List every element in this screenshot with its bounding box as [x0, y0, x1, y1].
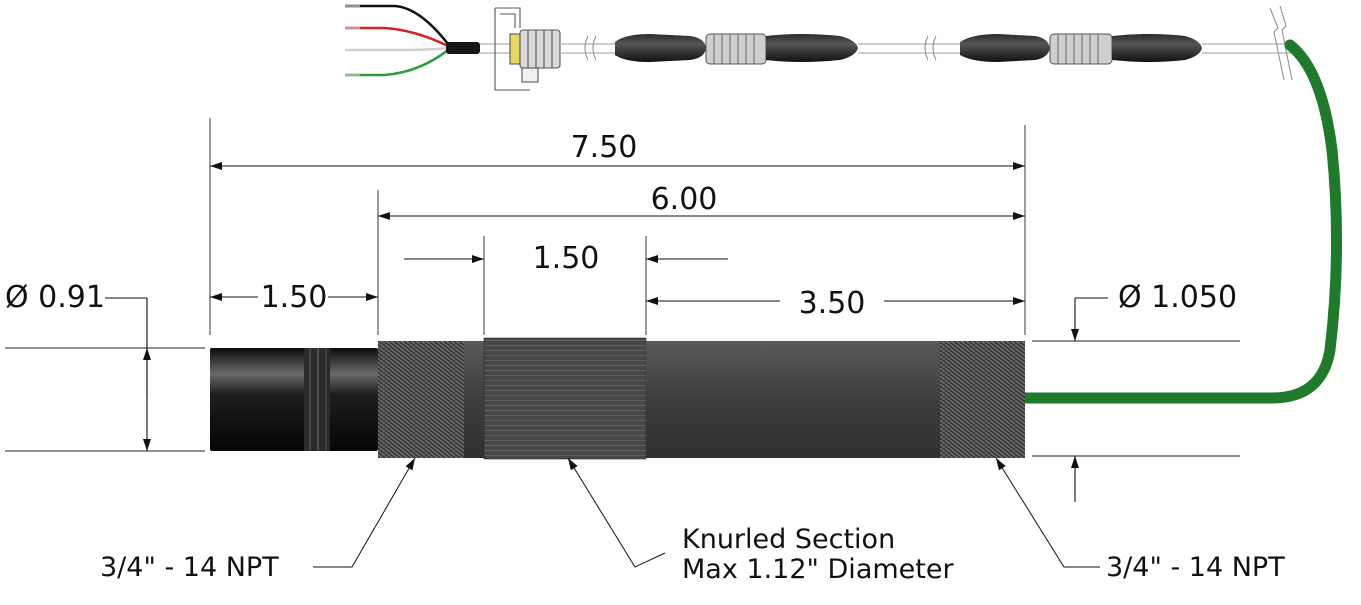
connector-boot-2b — [1112, 34, 1202, 62]
callout-thread-left: 3/4" - 14 NPT — [100, 552, 279, 583]
dimension-lines — [105, 162, 1108, 502]
dim-pipe-diameter: Ø 1.050 — [1118, 280, 1237, 315]
extension-lines — [5, 118, 1240, 457]
connector-boot-2a — [960, 34, 1050, 62]
break-mark-1 — [584, 35, 597, 61]
green-wire — [345, 48, 449, 77]
heat-shrink — [446, 42, 480, 54]
red-wire — [345, 26, 449, 48]
sensor-probe — [210, 337, 1025, 460]
callout-thread-right: 3/4" - 14 NPT — [1106, 552, 1285, 583]
bulkhead-bracket — [494, 7, 561, 91]
break-mark-2 — [924, 35, 937, 61]
dim-tip-diameter: Ø 0.91 — [5, 280, 105, 315]
green-cable — [1019, 39, 1343, 404]
front-thread — [378, 341, 464, 458]
pipe-body — [646, 341, 940, 458]
connector-boot-1a — [615, 34, 706, 62]
callout-knurled-title: Knurled Section — [682, 524, 895, 555]
connector-coupling-2 — [1049, 33, 1113, 65]
rear-thread — [940, 341, 1025, 458]
connector-boot-1b — [766, 34, 858, 62]
black-wire — [345, 4, 450, 45]
dim-knurled-length: 1.50 — [533, 241, 600, 276]
leader-lines — [313, 457, 1100, 568]
shank-1 — [464, 341, 484, 458]
dim-overall-length: 7.50 — [571, 130, 638, 165]
cable-assembly — [345, 4, 1293, 91]
white-wire — [345, 46, 449, 52]
connector-coupling-1 — [705, 33, 767, 65]
lead-wires — [345, 4, 450, 77]
dim-rear-length: 3.50 — [799, 286, 866, 321]
dim-tip-length: 1.50 — [261, 280, 328, 315]
break-mark-3 — [1269, 5, 1293, 81]
knurled-section — [483, 337, 647, 460]
sensor-tip — [210, 348, 378, 451]
callout-knurled-diameter: Max 1.12" Diameter — [682, 554, 954, 585]
dim-body-length: 6.00 — [651, 182, 718, 217]
